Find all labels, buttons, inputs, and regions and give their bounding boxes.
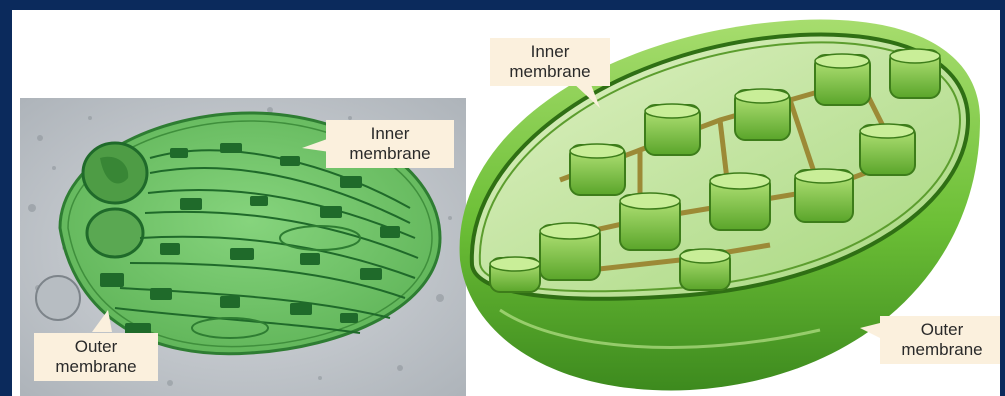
label-inner-membrane-illustration: Inner membrane xyxy=(490,38,610,86)
label-outer-membrane-illustration: Outer membrane xyxy=(880,316,1000,364)
label-line: membrane xyxy=(888,340,996,360)
label-line: membrane xyxy=(334,144,446,164)
label-line: Inner xyxy=(334,124,446,144)
label-line: membrane xyxy=(498,62,602,82)
label-inner-membrane-micrograph: Inner membrane xyxy=(326,120,454,168)
figure-frame: Inner membrane Outer membrane Inner memb… xyxy=(12,10,1000,396)
label-line: Inner xyxy=(498,42,602,62)
pointer-outer-left xyxy=(92,310,112,332)
label-outer-membrane-micrograph: Outer membrane xyxy=(34,333,158,381)
label-line: Outer xyxy=(888,320,996,340)
label-line: membrane xyxy=(42,357,150,377)
label-line: Outer xyxy=(42,337,150,357)
